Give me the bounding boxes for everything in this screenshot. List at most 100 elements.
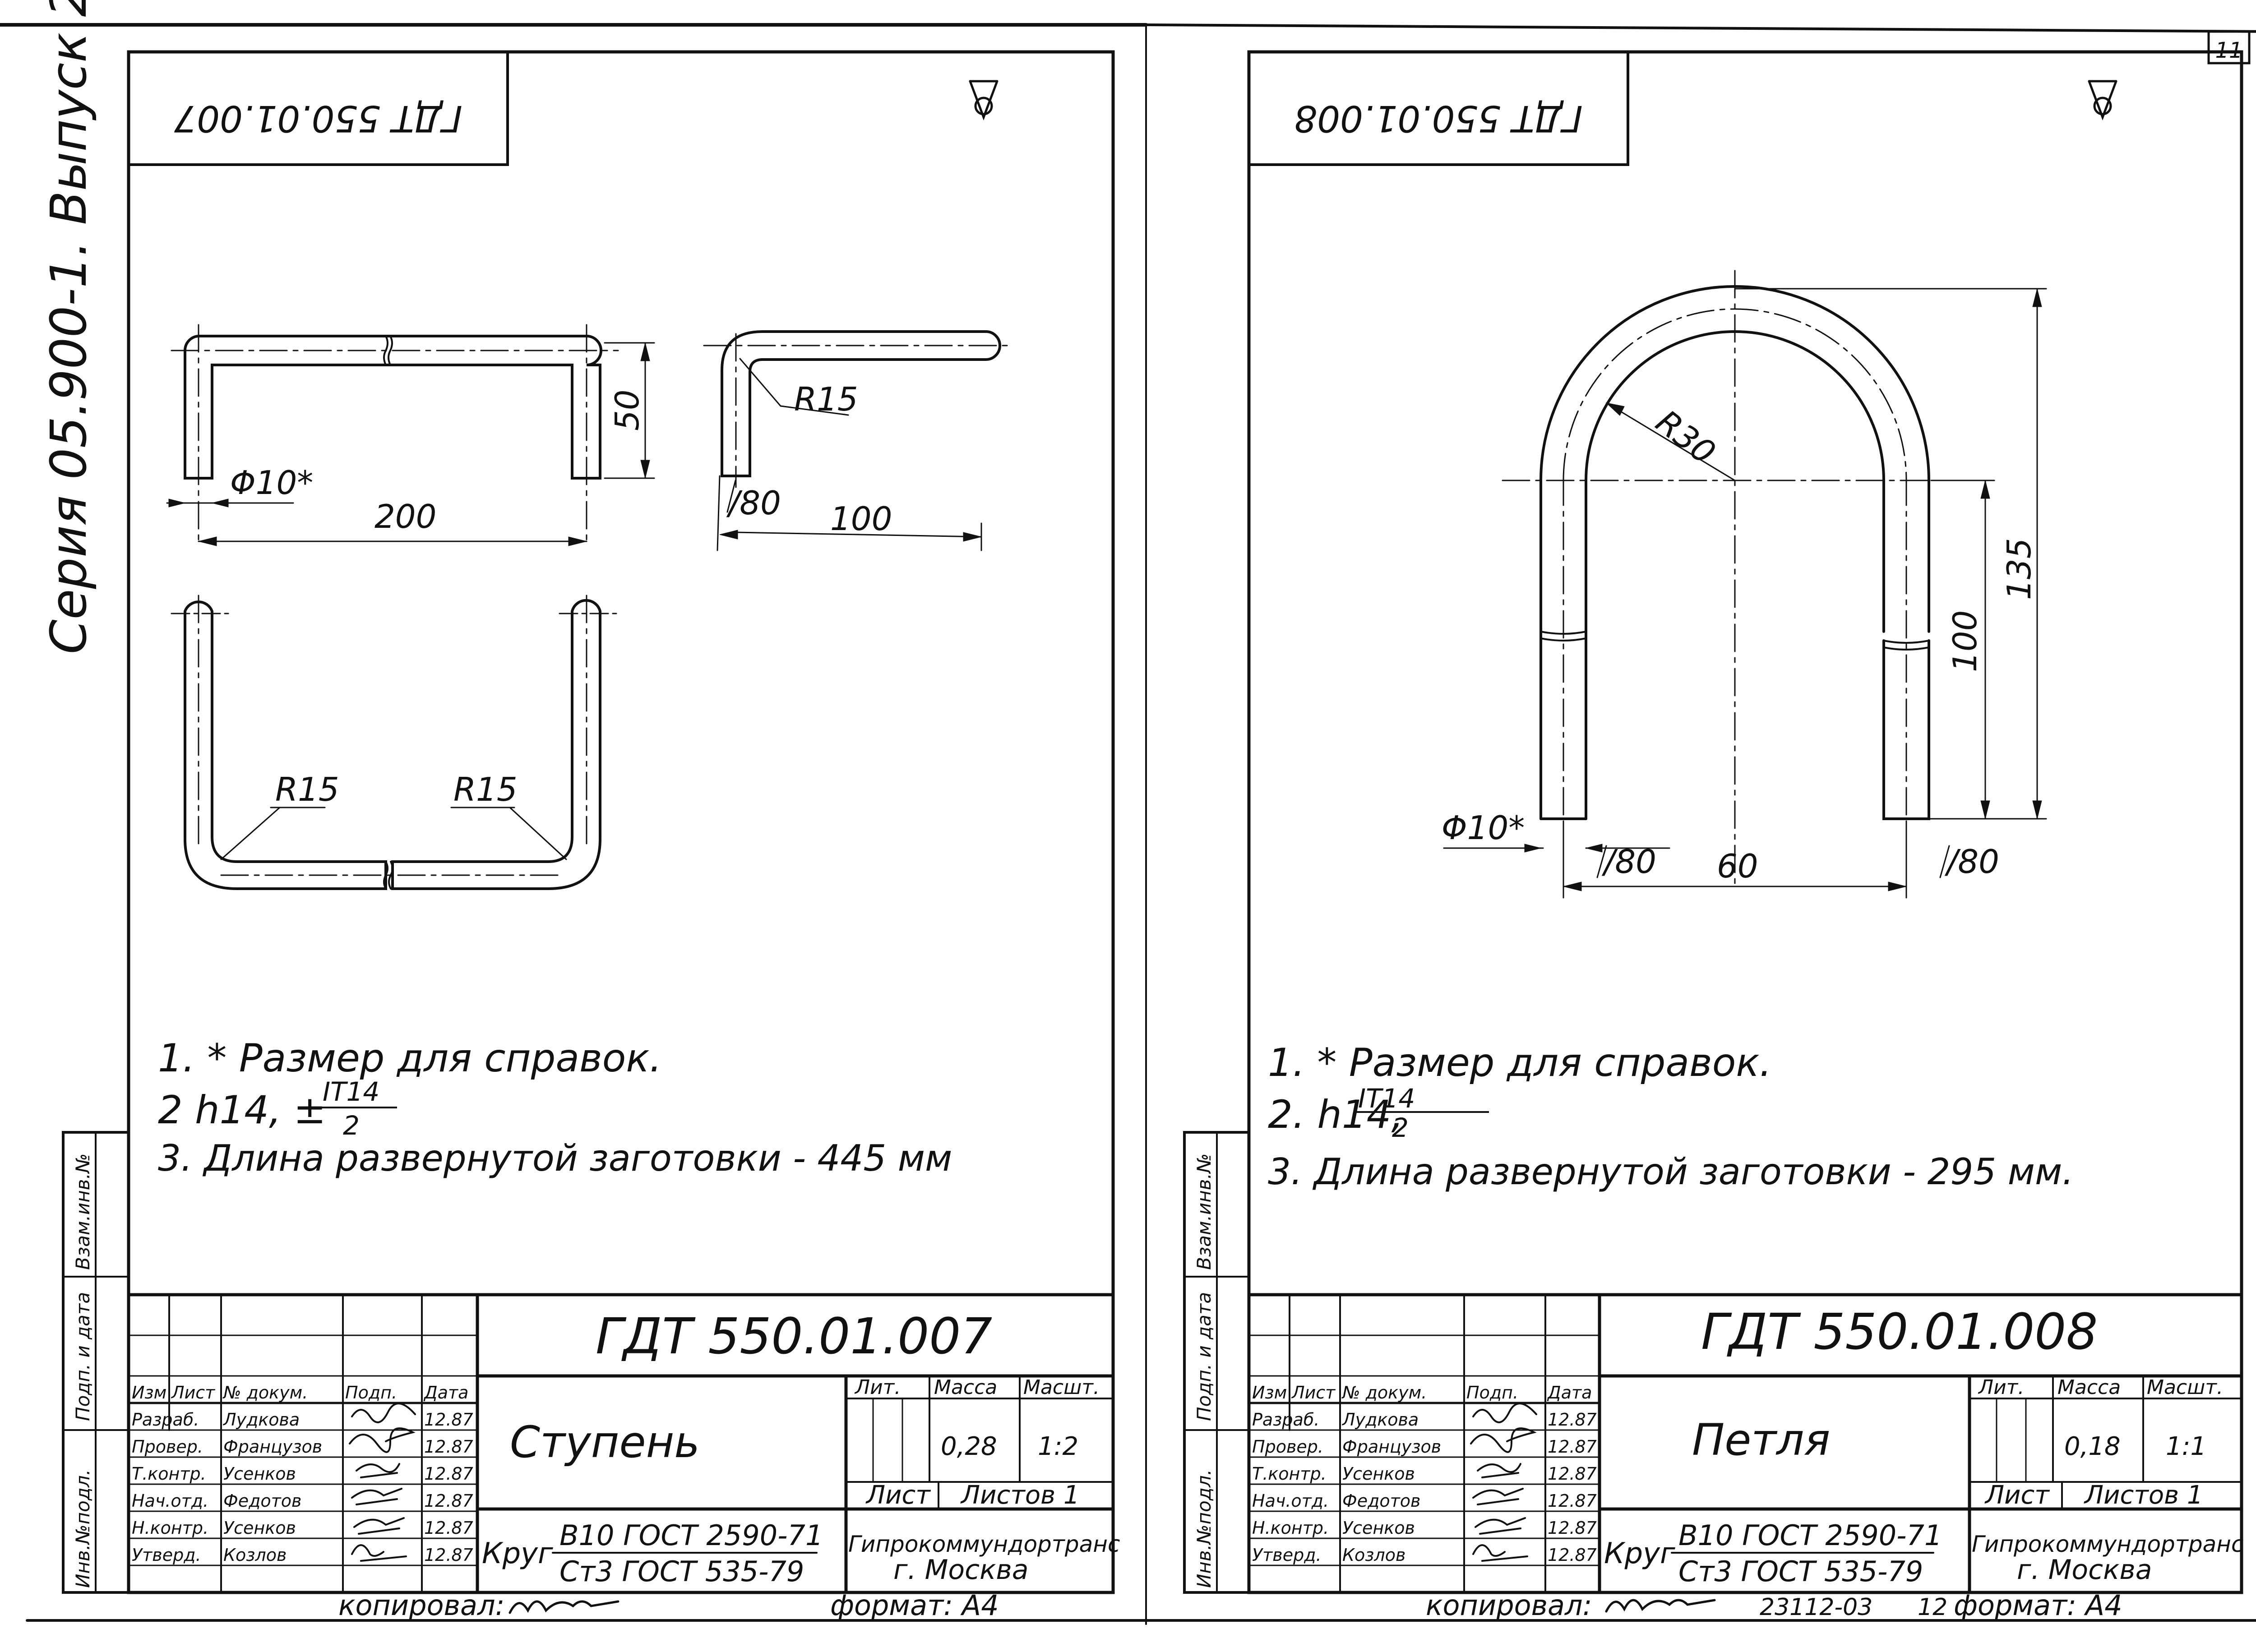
left-tb-role-4: Нач.отд. bbox=[132, 1491, 208, 1511]
left-tb-role-2: Провер. bbox=[132, 1437, 203, 1457]
right-tb-org: Гипрокоммундортранс bbox=[1972, 1531, 2243, 1557]
series-label: Серия 05.900-1. Выпуск 2. bbox=[40, 0, 97, 654]
right-frame bbox=[1247, 50, 2243, 1594]
left-tb-col-doc: № докум. bbox=[222, 1383, 308, 1403]
left-tb-lit: Лит. bbox=[854, 1376, 901, 1399]
left-tb-mass-value: 0,28 bbox=[941, 1432, 997, 1461]
right-tb-date-3: 12.87 bbox=[1548, 1464, 1597, 1484]
order-copy: 12 bbox=[1918, 1594, 1947, 1621]
left-tb-scale-value: 1:2 bbox=[1038, 1432, 1078, 1461]
left-tb-scale: Масшт. bbox=[1023, 1376, 1100, 1399]
page-number: 11 bbox=[2215, 38, 2242, 63]
right-tb-name: Петля bbox=[1692, 1415, 1830, 1465]
right-tb-date-5: 12.87 bbox=[1548, 1518, 1597, 1538]
left-note-1: 1. * Размер для справок. bbox=[158, 1036, 662, 1081]
page-number-box bbox=[2207, 30, 2251, 65]
right-tb-date-4: 12.87 bbox=[1548, 1491, 1597, 1511]
right-stamp-inv: Инв.№подл. bbox=[1193, 1469, 1215, 1588]
left-dim-r-top: R15 bbox=[794, 380, 858, 418]
left-tb-role-5: Н.контр. bbox=[132, 1518, 208, 1538]
left-note-3: 3. Длина развернутой заготовки - 445 мм bbox=[158, 1137, 952, 1179]
right-dim-slash80-b: /80 bbox=[1944, 843, 1999, 881]
left-tb-col-list: Лист bbox=[171, 1383, 216, 1403]
right-tb-date-1: 12.87 bbox=[1548, 1410, 1597, 1430]
left-title-block-grid bbox=[127, 1293, 1115, 1594]
left-tb-date-1: 12.87 bbox=[424, 1410, 473, 1430]
left-copy-signature bbox=[509, 1600, 619, 1614]
right-stamp-replace: Взам.инв.№ bbox=[1193, 1154, 1215, 1270]
right-note-2-den: 2 bbox=[1392, 1112, 1409, 1143]
left-tb-role-1: Разраб. bbox=[132, 1410, 199, 1430]
left-dim-len2: 100 bbox=[830, 500, 892, 538]
right-mirror-code: ГДТ 550.01.008 bbox=[1294, 97, 1582, 139]
right-tb-material-bottom: Ст3 ГОСТ 535-79 bbox=[1678, 1555, 1923, 1588]
right-tb-city: г. Москва bbox=[2017, 1554, 2152, 1586]
right-title-block-grid bbox=[1247, 1293, 2243, 1594]
right-stamp-sign: Подп. и дата bbox=[1193, 1292, 1215, 1421]
left-note-2-num: IT14 bbox=[323, 1076, 379, 1107]
right-tb-name-4: Федотов bbox=[1342, 1491, 1420, 1511]
left-tb-date-4: 12.87 bbox=[424, 1491, 473, 1511]
left-tb-date-6: 12.87 bbox=[424, 1545, 473, 1565]
right-dim-radius: R30 bbox=[1649, 402, 1723, 471]
left-tb-col-date: Дата bbox=[423, 1383, 468, 1403]
right-tb-material-top: Β10 ГОСТ 2590-71 bbox=[1678, 1519, 1942, 1552]
right-tb-role-2: Провер. bbox=[1252, 1437, 1323, 1457]
left-tb-material-prefix: Круг bbox=[482, 1537, 553, 1570]
right-dim-height-total: 135 bbox=[2000, 538, 2038, 600]
right-tb-role-3: Т.контр. bbox=[1252, 1464, 1327, 1484]
right-tb-scale: Масшт. bbox=[2147, 1376, 2223, 1399]
left-tb-mass: Масса bbox=[934, 1376, 997, 1399]
left-tb-name-3: Усенков bbox=[223, 1464, 296, 1484]
left-stamp-sign: Подп. и дата bbox=[72, 1292, 94, 1421]
left-tb-name-2: Французов bbox=[223, 1437, 322, 1457]
left-tb-material-top: Β10 ГОСТ 2590-71 bbox=[559, 1519, 823, 1552]
right-tb-sheet: Лист bbox=[1984, 1481, 2050, 1510]
right-tb-col-sign: Подп. bbox=[1466, 1383, 1518, 1403]
right-tb-role-5: Н.контр. bbox=[1252, 1518, 1329, 1538]
right-copy-signature bbox=[1605, 1599, 1716, 1613]
left-tb-role-3: Т.контр. bbox=[132, 1464, 206, 1484]
right-note-3: 3. Длина развернутой заготовки - 295 мм. bbox=[1268, 1151, 2074, 1193]
right-loop-drawing bbox=[1443, 270, 2047, 899]
right-note-1: 1. * Размер для справок. bbox=[1268, 1040, 1772, 1085]
right-tb-name-3: Усенков bbox=[1342, 1464, 1415, 1484]
left-mirror-code-box bbox=[127, 51, 509, 166]
left-signatures bbox=[349, 1403, 416, 1562]
left-tb-date-3: 12.87 bbox=[424, 1464, 473, 1484]
right-tb-col-list: Лист bbox=[1291, 1383, 1336, 1403]
left-roughness-symbol bbox=[969, 80, 999, 121]
right-dim-height-leg: 100 bbox=[1946, 610, 1984, 672]
left-bracket-u-shape bbox=[171, 595, 619, 890]
left-tb-name-4: Федотов bbox=[223, 1491, 301, 1511]
left-dim-phi: Φ10* bbox=[230, 464, 313, 502]
right-tb-date-6: 12.87 bbox=[1548, 1545, 1597, 1565]
right-roughness-symbol bbox=[2088, 80, 2117, 121]
right-copied-by: копировал: bbox=[1426, 1589, 1592, 1622]
right-tb-scale-value: 1:1 bbox=[2166, 1432, 2206, 1461]
left-dim-slash80: /80 bbox=[726, 484, 781, 522]
right-tb-name-1: Лудкова bbox=[1341, 1410, 1419, 1430]
right-tb-col-doc: № докум. bbox=[1341, 1383, 1427, 1403]
left-dim-r-b: R15 bbox=[453, 771, 518, 808]
right-note-2: 2. h14, bbox=[1268, 1092, 1404, 1137]
left-bracket-side-view bbox=[703, 330, 1012, 551]
right-tb-col-izm: Изм bbox=[1252, 1383, 1287, 1403]
right-tb-mass-value: 0,18 bbox=[2064, 1432, 2121, 1461]
left-stamp-replace: Взам.инв.№ bbox=[72, 1154, 94, 1270]
left-tb-code: ГДТ 550.01.007 bbox=[596, 1307, 992, 1365]
left-tb-name-5: Усенков bbox=[223, 1518, 296, 1538]
left-tb-date-5: 12.87 bbox=[424, 1518, 473, 1538]
left-note-2-den: 2 bbox=[343, 1110, 360, 1141]
left-tb-city: г. Москва bbox=[893, 1554, 1029, 1586]
right-tb-lit: Лит. bbox=[1978, 1376, 2024, 1399]
right-dim-width: 60 bbox=[1717, 847, 1758, 885]
left-tb-material-bottom: Ст3 ГОСТ 535-79 bbox=[559, 1555, 804, 1588]
left-dim-length: 200 bbox=[374, 498, 436, 535]
left-copied-by: копировал: bbox=[338, 1589, 505, 1622]
left-tb-name-1: Лудкова bbox=[222, 1410, 300, 1430]
left-note-2: 2 h14, ± bbox=[158, 1088, 326, 1133]
right-tb-role-6: Утверд. bbox=[1252, 1545, 1322, 1565]
right-tb-code: ГДТ 550.01.008 bbox=[1701, 1303, 2098, 1361]
